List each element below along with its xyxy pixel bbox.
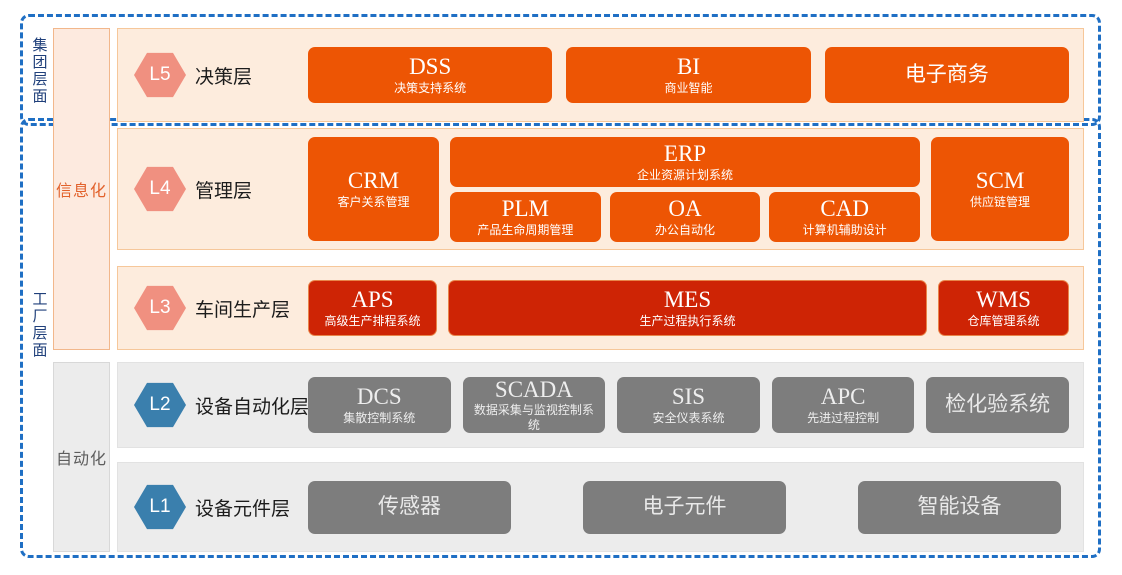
module-scm-abbr: SCM [975,168,1025,194]
layer-row-l1: L1 设备元件层 传感器 电子元件 智能设备 [117,462,1084,552]
plant-level-caption: 工厂层面 [30,291,48,359]
hexagon-badge-l1: L1 [134,484,186,530]
module-scm[interactable]: SCM 供应链管理 [931,137,1069,241]
module-electronic-component[interactable]: 电子元件 [583,480,786,534]
layer-name-l1: 设备元件层 [195,498,291,520]
module-scada[interactable]: SCADA 数据采集与监视控制系统 [462,376,606,433]
layer-name-l3: 车间生产层 [195,299,291,321]
group-level-caption: 集团层面 [30,37,48,105]
module-apc[interactable]: APC 先进过程控制 [771,377,915,433]
module-plm-abbr: PLM [501,196,549,221]
module-wms[interactable]: WMS 仓库管理系统 [938,280,1069,336]
layer-row-l2: L2 设备自动化层 DCS 集散控制系统 SCADA 数据采集与监视控制系统 S… [117,362,1084,448]
module-mes[interactable]: MES 生产过程执行系统 [448,280,927,336]
layer-row-l5: L5 决策层 DSS 决策支持系统 BI 商业智能 电子商务 [117,28,1084,122]
module-sensor-label: 传感器 [378,494,441,518]
layer-label-l5: L5 决策层 [118,52,308,98]
hexagon-badge-l2: L2 [134,382,186,428]
module-inspection-system-label: 检化验系统 [945,392,1051,416]
module-smart-device[interactable]: 智能设备 [858,480,1061,534]
module-smart-device-label: 智能设备 [917,494,1002,518]
module-cad-sub: 计算机辅助设计 [802,222,887,237]
module-erp-abbr: ERP [663,141,707,167]
module-plm-sub: 产品生命周期管理 [477,222,574,237]
module-crm-abbr: CRM [347,168,400,194]
module-mes-sub: 生产过程执行系统 [639,313,736,328]
module-scada-abbr: SCADA [494,376,573,402]
layer-row-l3: L3 车间生产层 APS 高级生产排程系统 MES 生产过程执行系统 WMS 仓… [117,266,1084,350]
module-apc-abbr: APC [820,384,866,410]
module-crm-sub: 客户关系管理 [337,194,410,209]
module-scm-sub: 供应链管理 [969,194,1030,209]
module-mes-abbr: MES [663,287,712,313]
module-ecommerce[interactable]: 电子商务 [824,47,1069,103]
layer-modules-l2: DCS 集散控制系统 SCADA 数据采集与监视控制系统 SIS 安全仪表系统 … [308,363,1083,447]
module-dss-sub: 决策支持系统 [394,80,467,95]
module-sis[interactable]: SIS 安全仪表系统 [617,377,760,433]
module-sis-abbr: SIS [671,384,706,410]
module-bi-abbr: BI [676,54,700,80]
layer-modules-l1: 传感器 电子元件 智能设备 [308,463,1083,551]
module-oa-abbr: OA [668,196,702,221]
module-aps-sub: 高级生产排程系统 [324,313,421,328]
module-crm[interactable]: CRM 客户关系管理 [308,137,439,241]
module-wms-sub: 仓库管理系统 [967,313,1040,328]
layer-modules-l4: CRM 客户关系管理 ERP 企业资源计划系统 PLM 产品生命周期管理 OA … [308,129,1083,249]
hexagon-badge-l4: L4 [134,166,186,212]
layer-name-l5: 决策层 [195,66,253,88]
layer-label-l3: L3 车间生产层 [118,285,308,331]
module-dcs[interactable]: DCS 集散控制系统 [308,377,451,433]
module-cad-abbr: CAD [820,196,869,221]
module-dss-abbr: DSS [409,54,452,80]
module-dcs-abbr: DCS [356,384,402,410]
layer-name-l2: 设备自动化层 [195,396,310,418]
layer-label-l2: L2 设备自动化层 [118,382,310,428]
module-apc-sub: 先进过程控制 [807,410,880,425]
module-aps[interactable]: APS 高级生产排程系统 [308,280,437,336]
hexagon-badge-l3: L3 [134,285,186,331]
hexagon-badge-l5: L5 [134,52,186,98]
module-bi[interactable]: BI 商业智能 [566,47,811,103]
layer-label-l1: L1 设备元件层 [118,484,308,530]
module-dss[interactable]: DSS 决策支持系统 [308,47,553,103]
module-group-erp-stack: ERP 企业资源计划系统 PLM 产品生命周期管理 OA 办公自动化 CAD 计… [450,137,921,242]
module-cad[interactable]: CAD 计算机辅助设计 [769,192,921,242]
module-erp[interactable]: ERP 企业资源计划系统 [450,137,920,187]
layer-name-l4: 管理层 [195,180,253,202]
module-sensor[interactable]: 传感器 [308,480,511,534]
module-aps-abbr: APS [351,287,394,313]
module-electronic-component-label: 电子元件 [642,494,727,518]
module-dcs-sub: 集散控制系统 [343,410,416,425]
module-oa[interactable]: OA 办公自动化 [609,192,761,242]
layer-label-l4: L4 管理层 [118,166,308,212]
module-scada-sub: 数据采集与监视控制系统 [473,403,594,433]
module-ecommerce-label: 电子商务 [904,62,989,86]
layer-modules-l5: DSS 决策支持系统 BI 商业智能 电子商务 [308,29,1083,121]
module-oa-sub: 办公自动化 [655,222,716,237]
module-plm[interactable]: PLM 产品生命周期管理 [450,192,601,242]
module-group-erp-children: PLM 产品生命周期管理 OA 办公自动化 CAD 计算机辅助设计 [450,192,921,242]
module-sis-sub: 安全仪表系统 [652,410,725,425]
module-bi-sub: 商业智能 [664,80,713,95]
module-wms-abbr: WMS [976,287,1031,313]
module-erp-sub: 企业资源计划系统 [636,167,733,182]
layer-row-l4: L4 管理层 CRM 客户关系管理 ERP 企业资源计划系统 PLM 产品生命周… [117,128,1084,250]
category-informatization: 信息化 [53,28,110,350]
category-automation: 自动化 [53,362,110,552]
module-inspection-system[interactable]: 检化验系统 [926,377,1069,433]
layer-modules-l3: APS 高级生产排程系统 MES 生产过程执行系统 WMS 仓库管理系统 [308,267,1083,349]
